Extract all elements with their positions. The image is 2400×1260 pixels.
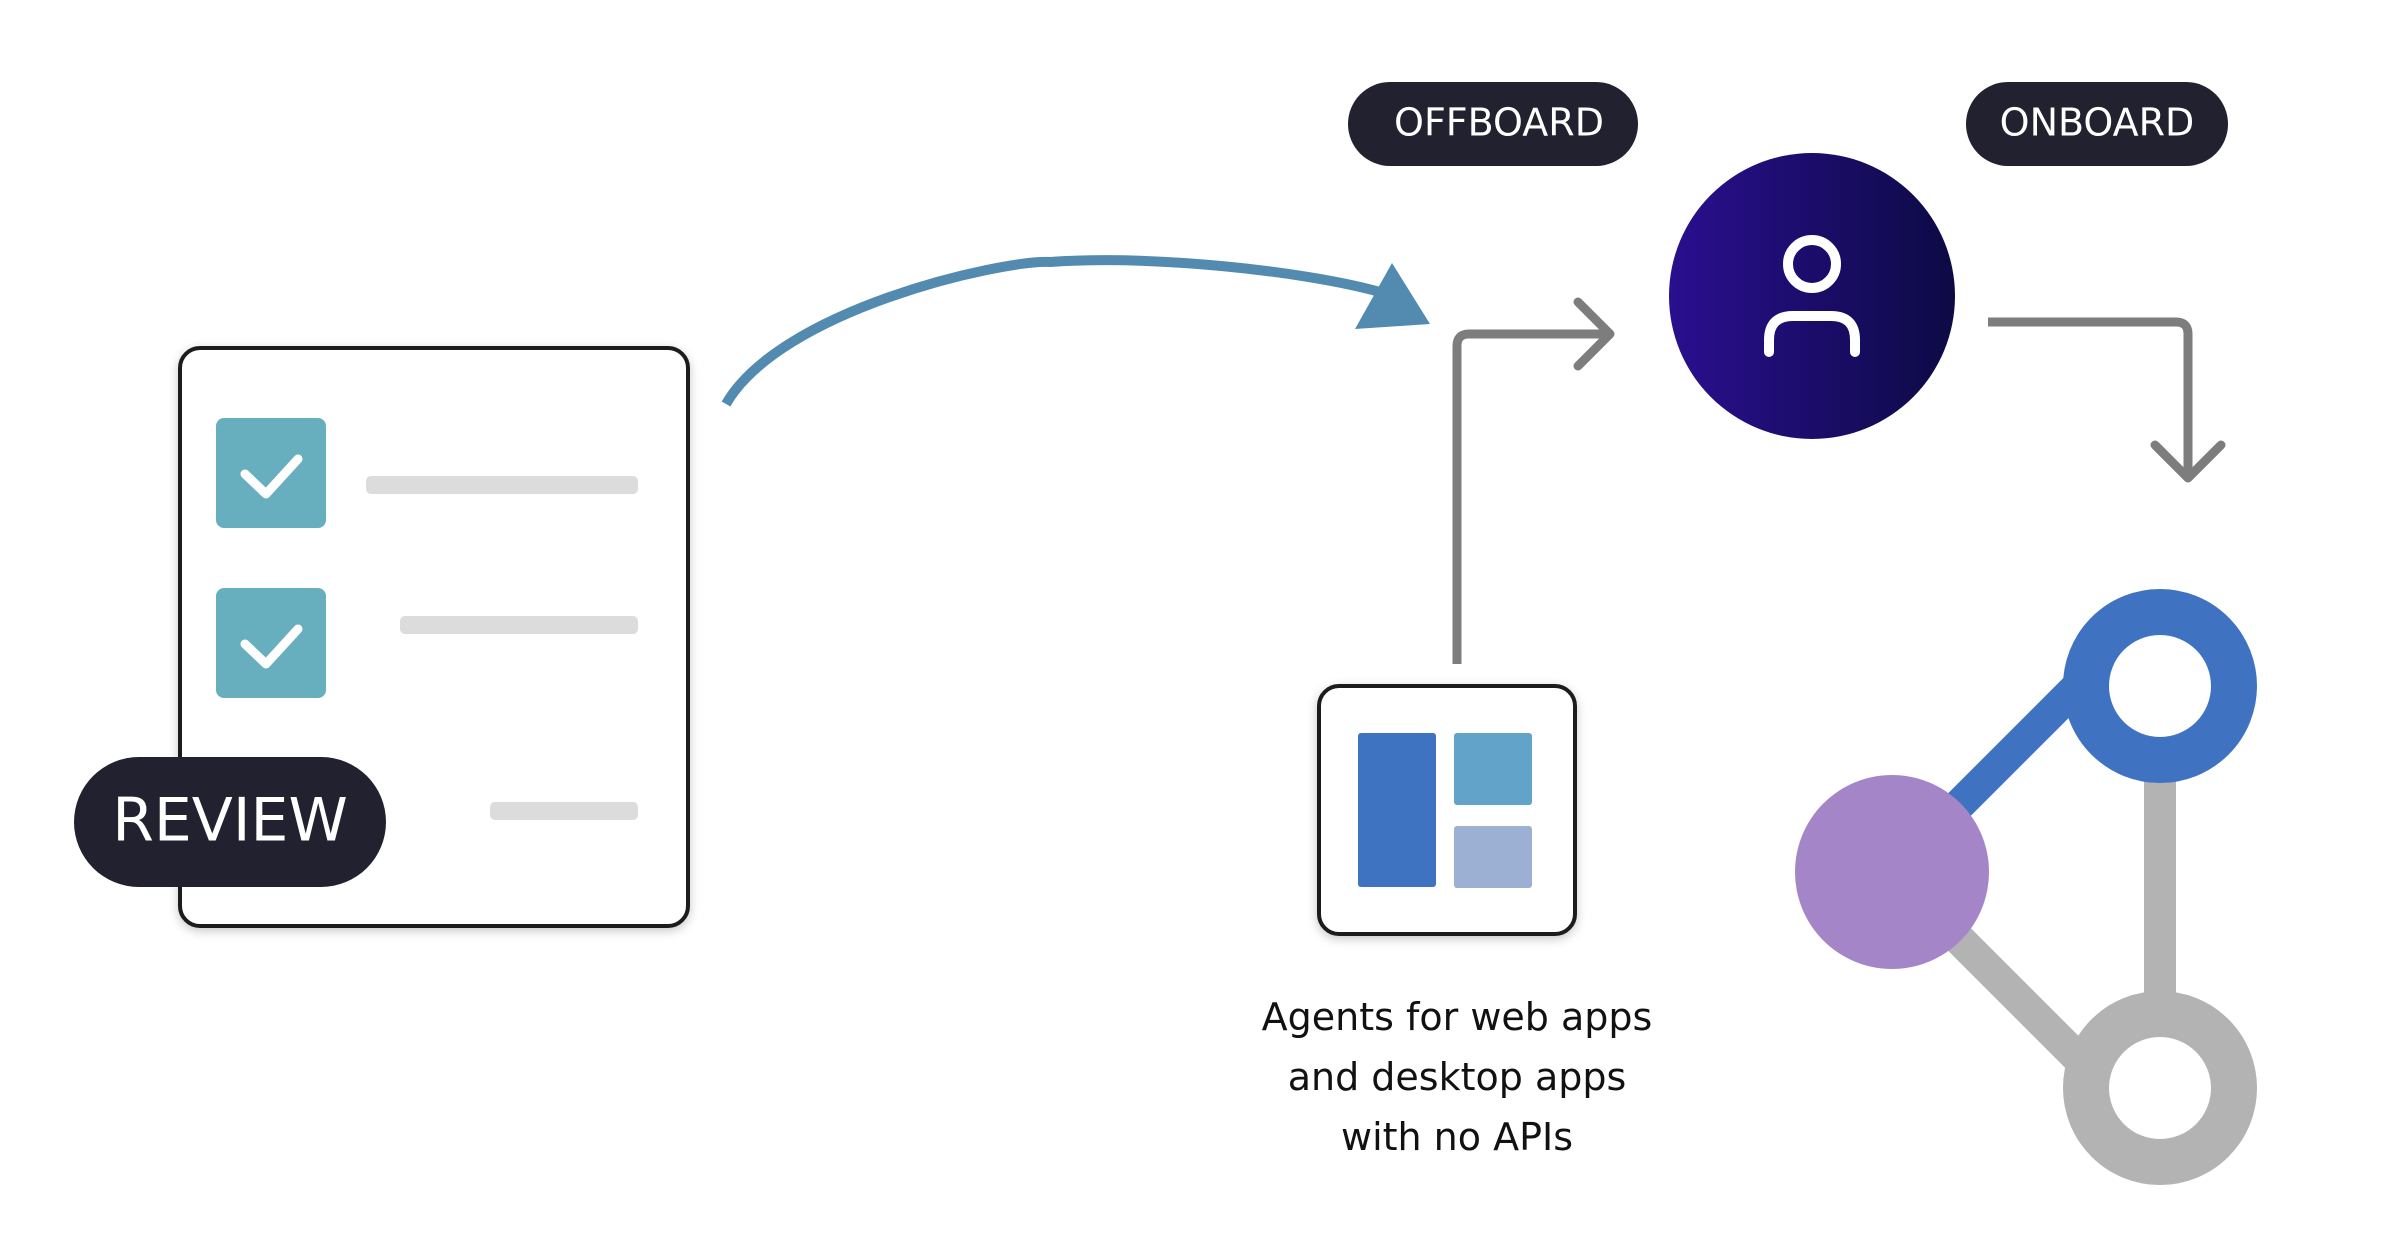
onboard-badge: ONBOARD [1966, 82, 2228, 166]
node-purple [1795, 775, 1989, 969]
caption-line-3: with no APIs [1341, 1115, 1573, 1159]
checkbox-checked [216, 418, 326, 528]
app-card [1317, 684, 1577, 936]
arrowhead [2150, 440, 2226, 483]
caption: Agents for web apps and desktop apps wit… [1262, 995, 1653, 1159]
onboard-label: ONBOARD [2000, 101, 2195, 145]
connector-arrow-up-right [1452, 297, 1615, 664]
offboard-label: OFFBOARD [1394, 101, 1604, 145]
layout-panel-bottom [1454, 826, 1532, 888]
checklist-line [400, 616, 638, 634]
curved-arrow [721, 255, 1430, 407]
offboard-badge: OFFBOARD [1348, 82, 1638, 166]
caption-line-2: and desktop apps [1288, 1055, 1627, 1099]
checklist-line [490, 802, 638, 820]
user-icon [1669, 153, 1955, 439]
node-gray-ring [2063, 991, 2257, 1185]
layout-panel-large [1358, 733, 1436, 887]
review-label: REVIEW [112, 786, 348, 856]
app-layout-icon [1317, 684, 1577, 936]
checkmark-icon [240, 454, 303, 499]
review-badge: REVIEW [74, 757, 386, 887]
layout-panel-top [1454, 733, 1532, 805]
node-blue-ring [2063, 589, 2257, 783]
checkbox-checked [216, 588, 326, 698]
arrowhead [1355, 263, 1430, 329]
checklist-line [366, 476, 638, 494]
network-graph-icon [1795, 589, 2257, 1185]
caption-line-1: Agents for web apps [1262, 995, 1653, 1039]
connector-arrow-right-down [1988, 317, 2226, 483]
checkmark-icon [240, 624, 303, 669]
arrowhead [1573, 297, 1615, 371]
